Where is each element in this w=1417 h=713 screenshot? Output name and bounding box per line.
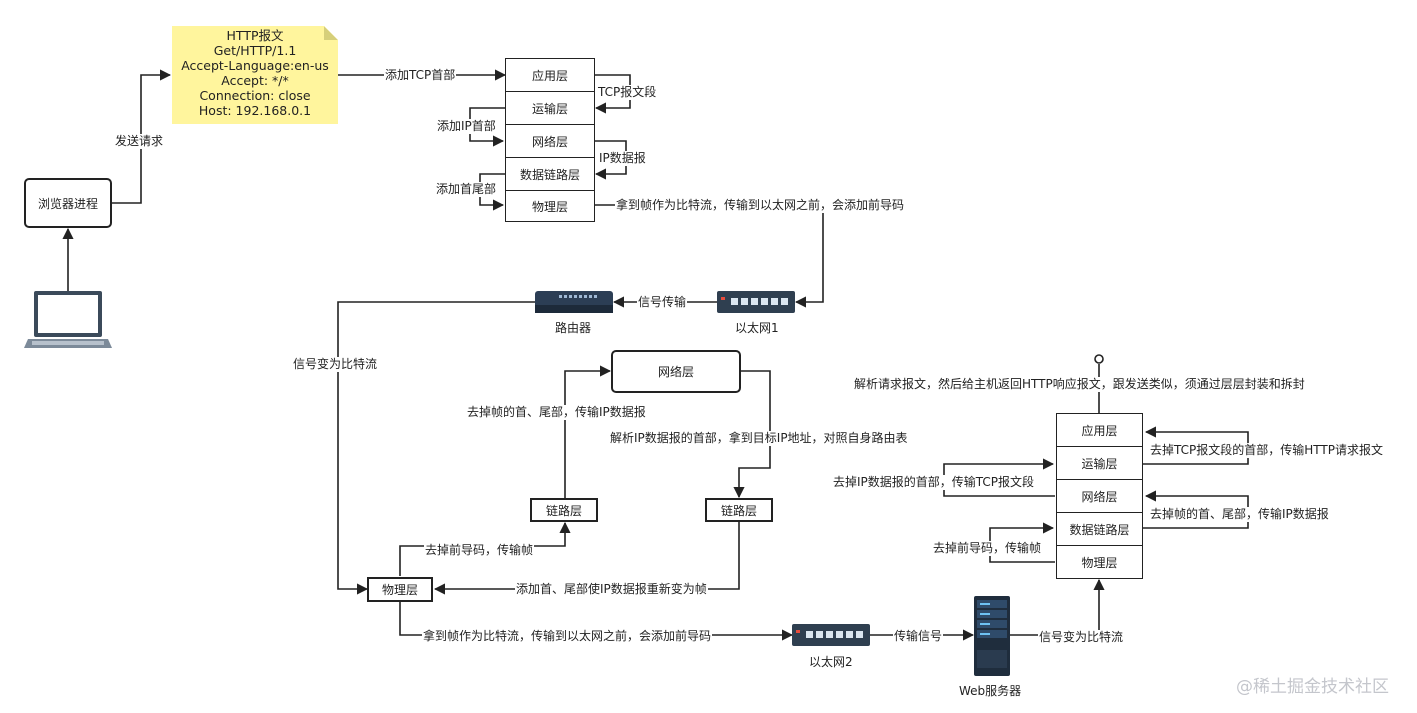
parse-ip-label: 解析IP数据报的首部，拿到目标IP地址，对照自身路由表: [609, 431, 909, 446]
watermark: @稀土掘金技术社区: [1236, 677, 1389, 697]
server-layer-physical[interactable]: 物理层: [1056, 545, 1143, 579]
server-signal-to-bits-label: 信号变为比特流: [1038, 630, 1125, 645]
note-line: Host: 192.168.0.1: [198, 103, 312, 118]
transfer-signal-label: 传输信号: [893, 629, 944, 644]
send-request-label: 发送请求: [114, 134, 165, 149]
server-layer-network[interactable]: 网络层: [1056, 479, 1143, 513]
ip-datagram-label: IP数据报: [598, 151, 647, 166]
server-remove-frame-label: 去掉帧的首、尾部，传输IP数据报: [1149, 507, 1330, 522]
layer-label: 物理层: [1081, 555, 1118, 570]
add-ip-header-label: 添加IP首部: [436, 119, 497, 134]
ethernet1-label: 以太网1: [734, 321, 780, 336]
ethernet2-label: 以太网2: [808, 655, 854, 670]
server-layer-transport[interactable]: 运输层: [1056, 446, 1143, 480]
router-physical-layer[interactable]: 物理层: [367, 577, 433, 602]
note-line: HTTP报文: [226, 28, 284, 43]
router-link-layer-right[interactable]: 链路层: [705, 498, 773, 522]
router-label: 路由器: [554, 321, 593, 336]
note-line: Connection: close: [199, 88, 311, 103]
server-layer-application[interactable]: 应用层: [1056, 413, 1143, 447]
router-network-layer[interactable]: 网络层: [611, 350, 741, 393]
signal-to-bits-label: 信号变为比特流: [292, 357, 379, 372]
end-point-circle: [1094, 354, 1104, 364]
layer-label: 数据链路层: [519, 167, 580, 182]
router-physical-note: 拿到帧作为比特流，传输到以太网之前，会添加前导码: [422, 629, 713, 644]
layer-label: 应用层: [1081, 423, 1118, 438]
ethernet-switch-icon: [717, 291, 795, 313]
link-layer-label: 链路层: [720, 503, 757, 518]
add-tcp-header-label: 添加TCP首部: [384, 68, 457, 83]
layer-label: 运输层: [1081, 456, 1118, 471]
layer-label: 运输层: [531, 101, 568, 116]
layer-label: 网络层: [531, 134, 568, 149]
parse-request-note: 解析请求报文，然后给主机返回HTTP响应报文，跟发送类似，须通过层层封装和拆封: [853, 377, 1306, 392]
note-line: Accept-Language:en-us: [181, 58, 329, 73]
add-head-tail-label: 添加首尾部: [435, 182, 498, 197]
remove-preamble-label: 去掉前导码，传输帧: [424, 543, 535, 558]
layer-label: 数据链路层: [1069, 522, 1130, 537]
router-icon: [535, 291, 613, 313]
router-link-layer-left[interactable]: 链路层: [530, 498, 598, 522]
client-layer-datalink[interactable]: 数据链路层: [505, 157, 595, 191]
http-message-note: HTTP报文 Get/HTTP/1.1 Accept-Language:en-u…: [172, 26, 338, 124]
router-network-layer-label: 网络层: [657, 365, 694, 379]
browser-process-box[interactable]: 浏览器进程: [24, 178, 112, 228]
layer-label: 网络层: [1081, 489, 1118, 504]
note-line: Accept: */*: [221, 73, 289, 88]
client-layer-network[interactable]: 网络层: [505, 124, 595, 158]
ethernet-switch-icon: [792, 624, 870, 646]
physical-layer-label: 物理层: [381, 583, 418, 597]
remove-frame-label: 去掉帧的首、尾部，传输IP数据报: [466, 405, 647, 420]
signal-transfer-label: 信号传输: [637, 295, 688, 310]
layer-label: 物理层: [531, 199, 568, 214]
server-layer-datalink[interactable]: 数据链路层: [1056, 512, 1143, 546]
client-layer-physical[interactable]: 物理层: [505, 190, 595, 222]
remove-tcp-header-label: 去掉TCP报文段的首部，传输HTTP请求报文: [1149, 443, 1384, 458]
layer-label: 应用层: [531, 68, 568, 83]
client-layer-application[interactable]: 应用层: [505, 58, 595, 92]
web-server-icon: [974, 596, 1010, 676]
remove-ip-header-label: 去掉IP数据报的首部，传输TCP报文段: [832, 475, 1036, 490]
browser-process-label: 浏览器进程: [37, 196, 98, 211]
note-line: Get/HTTP/1.1: [213, 43, 297, 58]
re-frame-label: 添加首、尾部使IP数据报重新变为帧: [515, 582, 708, 597]
server-remove-preamble-label: 去掉前导码，传输帧: [932, 541, 1043, 556]
laptop-icon: [24, 291, 112, 348]
web-server-label: Web服务器: [958, 684, 1023, 699]
client-physical-note: 拿到帧作为比特流，传输到以太网之前，会添加前导码: [615, 198, 906, 213]
link-layer-label: 链路层: [545, 503, 582, 518]
tcp-segment-label: TCP报文段: [597, 85, 658, 100]
client-layer-transport[interactable]: 运输层: [505, 91, 595, 125]
